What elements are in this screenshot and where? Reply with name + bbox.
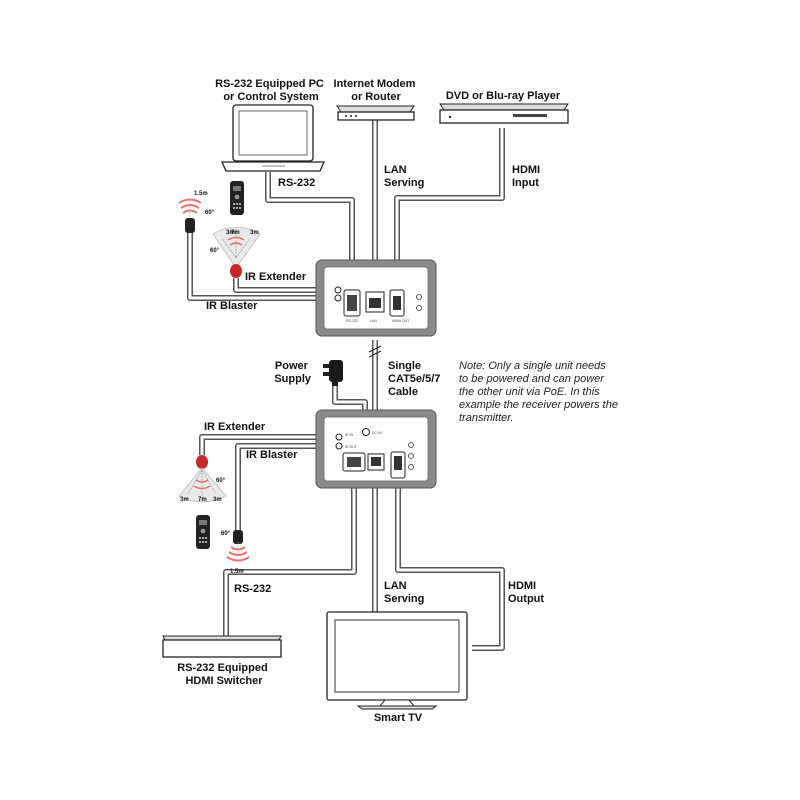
ir-ext-angle-top: 60° — [210, 248, 220, 254]
ir-ext-left-bottom: 3m — [180, 497, 189, 503]
cable-line3: Cable — [388, 386, 418, 398]
ir-ext-mid-bottom: 7m — [198, 497, 207, 503]
lan-top-line1: LAN — [384, 164, 407, 176]
cable-label: Single CAT5e/5/7 Cable — [388, 360, 443, 398]
ir-blaster-angle-bottom: 60° — [221, 531, 231, 537]
bluray-player-icon — [439, 103, 569, 124]
hdmi-input-line1: HDMI — [512, 164, 540, 176]
ir-blaster-top: 1.5m 60° — [178, 191, 215, 233]
ir-ext-right-bottom: 3m — [213, 497, 222, 503]
ir-ext-right-top: 3m — [250, 230, 259, 236]
ir-extender-bottom-label: IR Extender — [204, 421, 266, 433]
modem-label: Internet Modem or Router — [334, 78, 419, 103]
switcher-line2: HDMI Switcher — [185, 675, 263, 687]
pc-label: RS-232 Equipped PC or Control System — [215, 78, 327, 103]
ir-extender-top: 3m 7m 3m 60° — [210, 226, 261, 278]
power-supply-line2: Supply — [274, 373, 312, 385]
tx-hdmi-port-label: HDMI OUT — [392, 319, 410, 323]
modem-icon — [336, 105, 415, 121]
note-line1: Note: Only a single unit needs — [459, 360, 606, 372]
ir-ext-left-top: 3m — [226, 230, 235, 236]
ir-blaster-bottom-label: IR Blaster — [246, 449, 298, 461]
smart-tv-label: Smart TV — [374, 712, 423, 724]
laptop-icon — [220, 104, 326, 172]
power-supply-label: Power Supply — [274, 360, 312, 385]
note-line5: transmitter. — [459, 412, 514, 424]
switcher-icon — [162, 635, 282, 658]
cable-break-mark — [368, 345, 382, 358]
hdmi-input-line2: Input — [512, 177, 539, 189]
poe-note: Note: Only a single unit needs to be pow… — [459, 360, 621, 424]
transmitter-unit: RS-232 LAN HDMI OUT — [315, 259, 437, 337]
remote-control-icon — [196, 515, 210, 549]
power-supply-line1: Power — [275, 360, 309, 372]
cable-line1: Single — [388, 360, 421, 372]
ir-blaster-angle-top: 60° — [205, 210, 215, 216]
labels: RS-232 Equipped PC or Control System Int… — [177, 78, 621, 724]
tx-rs232-port-label: RS-232 — [346, 319, 358, 323]
rx-ir-out-label: IR OUT — [345, 445, 358, 449]
ir-extender-top-label: IR Extender — [245, 271, 307, 283]
ir-ext-angle-bottom: 60° — [216, 478, 226, 484]
lan-bottom-line2: Serving — [384, 593, 424, 605]
modem-label-line1: Internet Modem — [334, 78, 416, 90]
note-line3: the other unit via PoE. In this — [459, 386, 600, 398]
hdmi-output-line2: Output — [508, 593, 544, 605]
modem-label-line2: or Router — [351, 91, 401, 103]
tx-lan-port-label: LAN — [370, 319, 377, 323]
cable-line2: CAT5e/5/7 — [388, 373, 440, 385]
lan-bottom-line1: LAN — [384, 580, 407, 592]
lan-top-line2: Serving — [384, 177, 424, 189]
ir-blaster-range-bottom: 1.5m — [230, 569, 244, 575]
hdmi-output-label: HDMI Output — [508, 580, 544, 605]
note-line4: example the receiver powers the — [459, 399, 618, 411]
pc-label-line2: or Control System — [223, 91, 319, 103]
smart-tv-icon — [326, 611, 468, 710]
pc-label-line1: RS-232 Equipped PC — [215, 78, 324, 90]
ir-blaster-range-top: 1.5m — [194, 191, 208, 197]
hdmi-input-label: HDMI Input — [512, 164, 543, 189]
ir-blaster-top-label: IR Blaster — [206, 300, 258, 312]
rx-dc-port-label: DC 5V — [372, 431, 383, 435]
hdmi-output-line1: HDMI — [508, 580, 536, 592]
receiver-unit: DC 5V IR IN IR OUT — [315, 409, 437, 489]
remote-control-icon — [230, 181, 244, 215]
switcher-line1: RS-232 Equipped — [177, 662, 267, 674]
dvd-label: DVD or Blu-ray Player — [446, 90, 561, 102]
ir-blaster-bottom: 60° 1.5m — [221, 530, 250, 575]
switcher-label: RS-232 Equipped HDMI Switcher — [177, 662, 271, 687]
lan-top-label: LAN Serving — [384, 164, 424, 189]
power-adapter-icon — [323, 360, 343, 386]
note-line2: to be powered and can power — [459, 373, 605, 385]
ir-ext-mid-top: 7m — [231, 230, 240, 236]
rs232-top-label: RS-232 — [278, 177, 315, 189]
lan-bottom-label: LAN Serving — [384, 580, 424, 605]
rx-ir-in-label: IR IN — [345, 433, 353, 437]
rs232-bottom-label: RS-232 — [234, 583, 271, 595]
ir-extender-bottom: 3m 7m 3m 60° — [178, 455, 227, 503]
